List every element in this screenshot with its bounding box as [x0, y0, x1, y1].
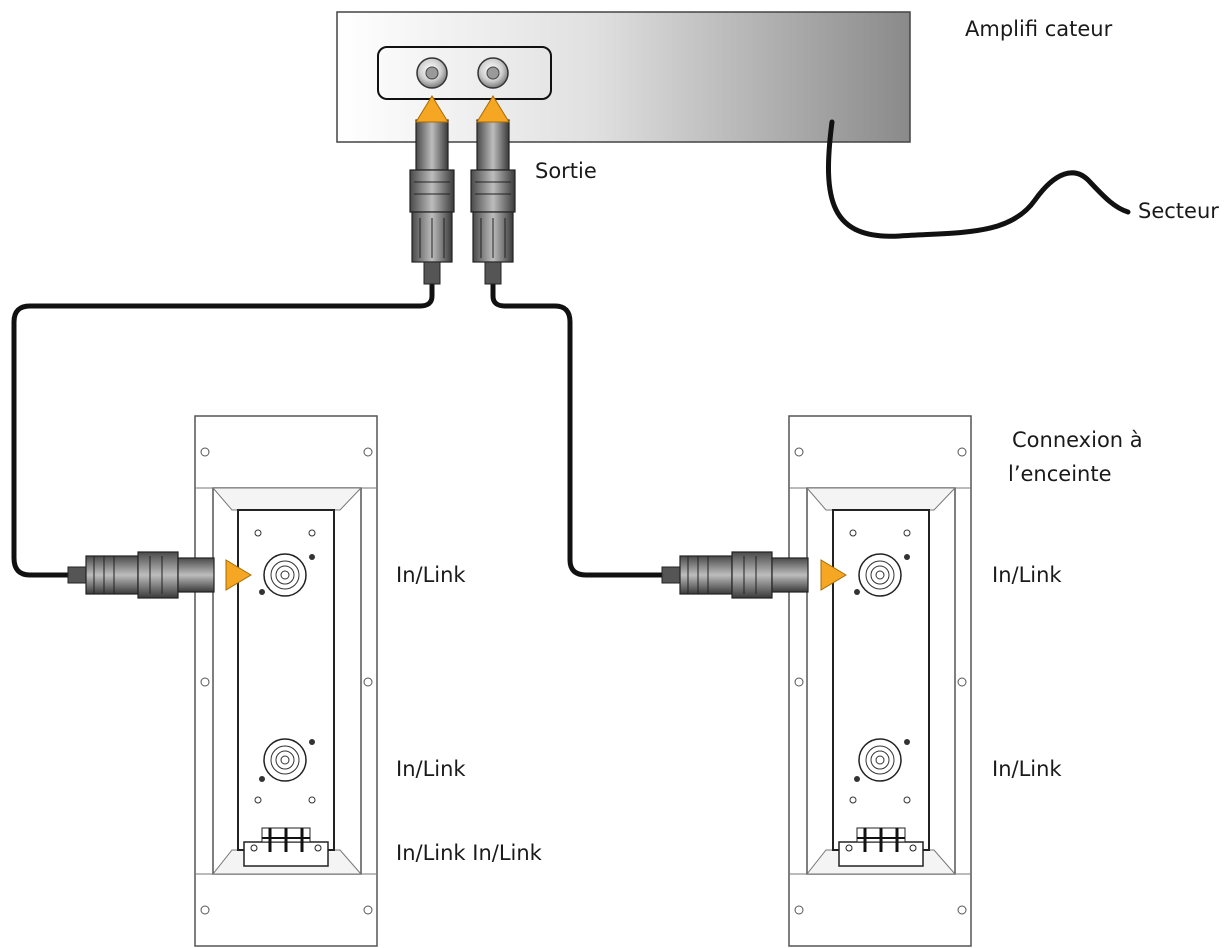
cable-right-speaker: [490, 282, 665, 578]
right-speaker-plug: [661, 551, 809, 599]
output-label: Sortie: [535, 159, 597, 183]
left-speaker-plug: [67, 551, 215, 599]
left-in-link-bottom-label: In/Link: [396, 757, 466, 781]
output-jack-2: [477, 57, 509, 89]
output-plug-2: [470, 119, 516, 285]
arrow-right-icon: [225, 559, 252, 591]
left-speaker: [194, 415, 378, 947]
speaker-connection-label-line2: l’enceinte: [1008, 462, 1112, 486]
right-in-link-bottom-label: In/Link: [992, 757, 1062, 781]
speaker-input-bottom: [263, 738, 307, 782]
mains-cable: [825, 119, 1131, 239]
terminal-block: [838, 827, 924, 867]
arrow-up-icon: [415, 95, 449, 123]
speaker-input-top: [858, 553, 902, 597]
speaker-input-top: [263, 553, 307, 597]
left-in-link-pair-label: In/Link In/Link: [396, 841, 542, 865]
output-jack-1: [416, 57, 448, 89]
arrow-right-icon: [820, 559, 847, 591]
amplifier-output-panel: [377, 46, 552, 100]
speaker-input-bottom: [858, 738, 902, 782]
left-in-link-top-label: In/Link: [396, 563, 466, 587]
mains-label: Secteur: [1138, 199, 1219, 223]
right-speaker: [788, 415, 972, 947]
terminal-block: [243, 827, 329, 867]
speaker-connection-label-line1: Connexion à: [1012, 428, 1143, 452]
amplifier-label: Amplifi cateur: [965, 17, 1113, 41]
output-plug-1: [409, 119, 455, 285]
cable-left-speaker: [11, 282, 435, 578]
right-in-link-top-label: In/Link: [992, 563, 1062, 587]
arrow-up-icon: [476, 95, 510, 123]
